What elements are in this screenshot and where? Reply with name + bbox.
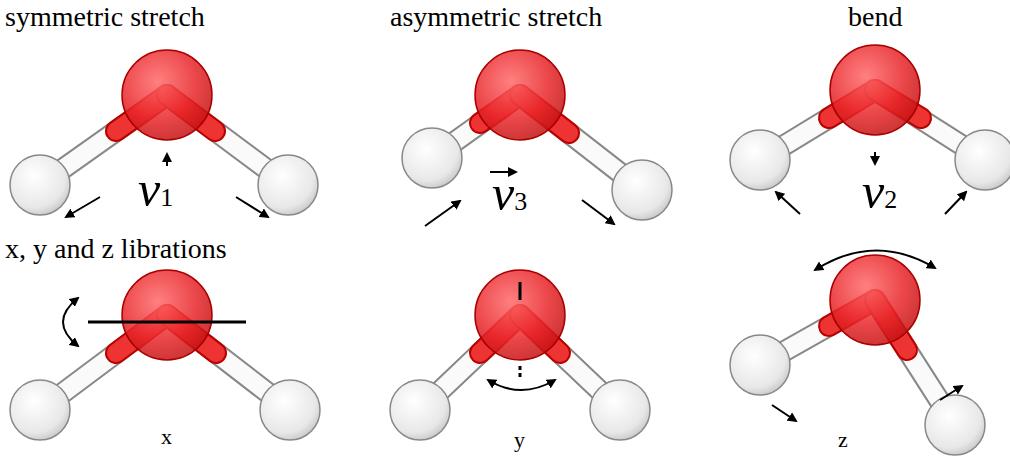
- water-molecule: [730, 255, 985, 455]
- mode-symbol: ν2: [862, 166, 897, 216]
- axis-label: y: [514, 428, 525, 452]
- axis-label: x: [161, 425, 172, 449]
- section-title: x, y and z librations: [5, 234, 227, 265]
- rotation-arrow: [772, 250, 962, 421]
- rotation-arrow: [63, 298, 78, 346]
- water-molecule: [10, 50, 318, 215]
- mode-title: symmetric stretch: [5, 2, 205, 33]
- rotation-axis: [88, 321, 246, 324]
- water-molecule: [402, 50, 672, 220]
- mode-title: asymmetric stretch: [390, 2, 602, 33]
- rotation-axis: [519, 282, 522, 380]
- mode-title: bend: [848, 2, 902, 33]
- water-molecule: [10, 270, 320, 440]
- motion-arrows: [66, 154, 268, 217]
- rotation-arrow: [488, 380, 555, 390]
- water-molecule: [390, 270, 650, 440]
- axis-label: z: [838, 428, 848, 452]
- mode-symbol: ν1: [138, 164, 173, 214]
- mode-symbol: ν3: [492, 168, 527, 218]
